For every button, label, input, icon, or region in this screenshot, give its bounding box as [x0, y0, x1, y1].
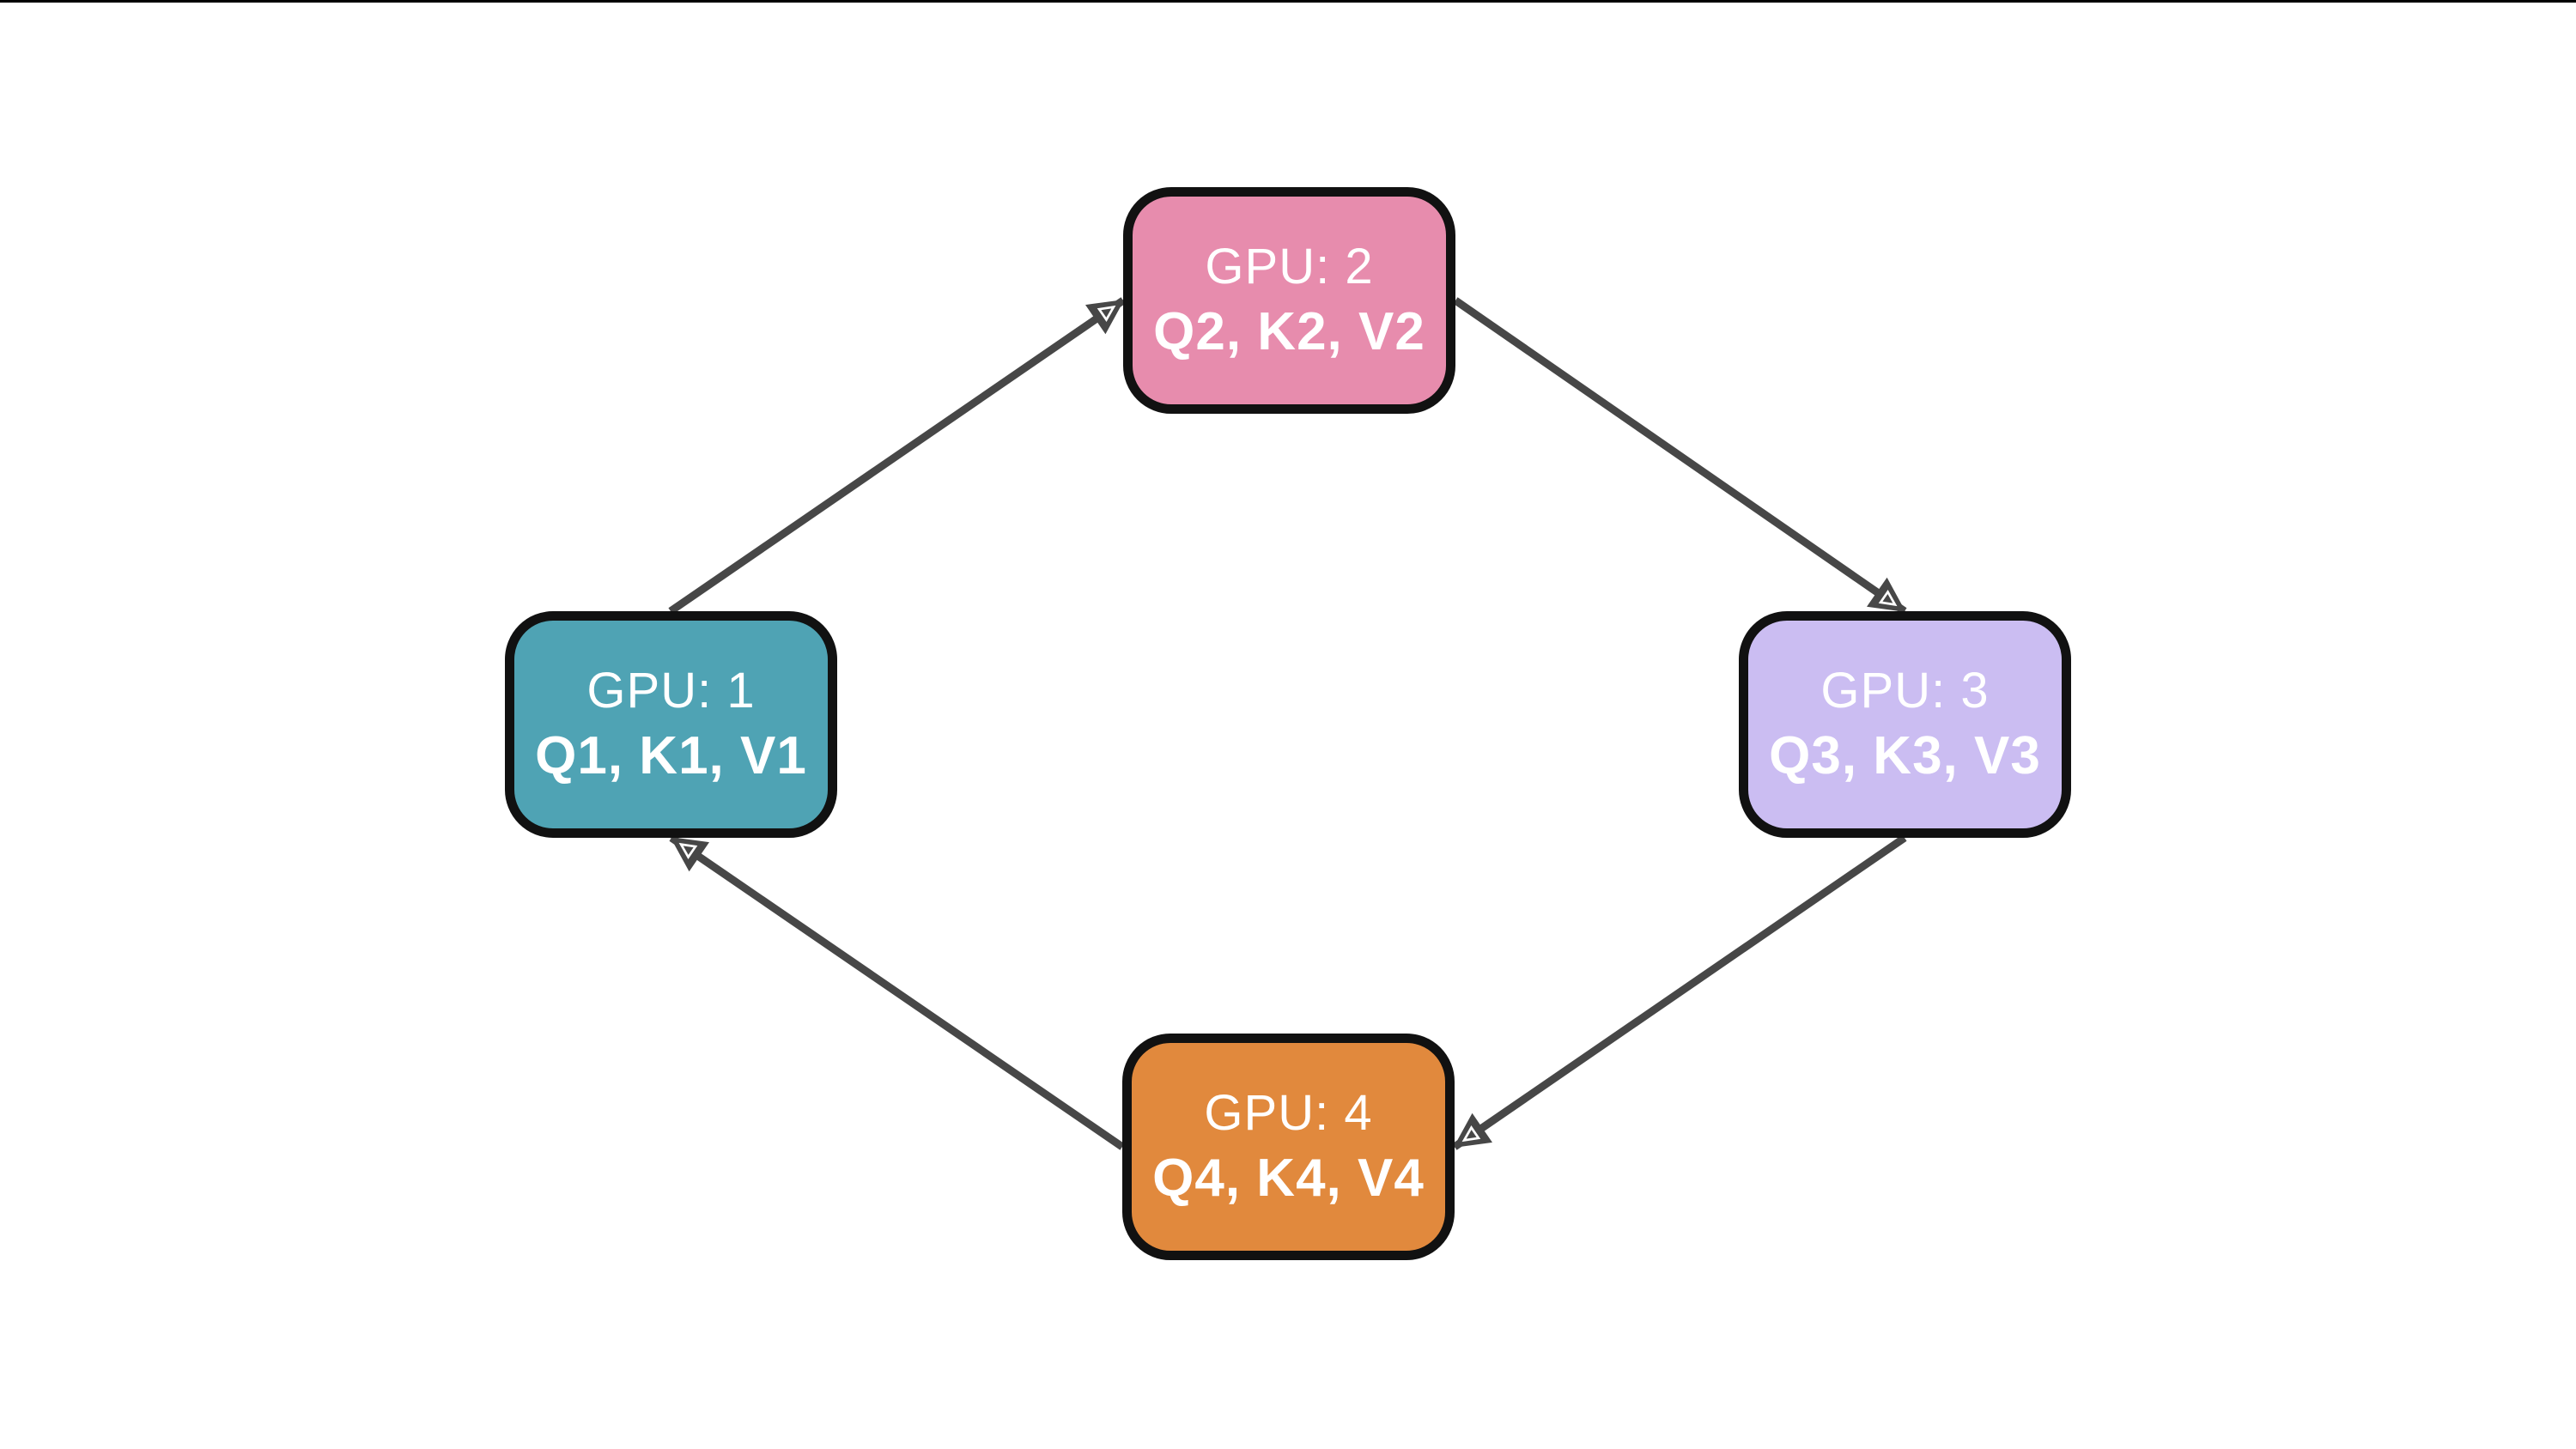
- node-gpu-1: GPU: 1 Q1, K1, V1: [505, 611, 837, 838]
- gpu-4-data-label: Q4, K4, V4: [1152, 1148, 1425, 1208]
- gpu-4-title: GPU: 4: [1204, 1085, 1373, 1141]
- gpu-1-title: GPU: 1: [586, 663, 756, 718]
- edge-gpu2-to-gpu3: [1453, 297, 1907, 615]
- edge-gpu4-to-gpu1: [669, 834, 1125, 1150]
- gpu-3-data-label: Q3, K3, V3: [1769, 725, 2041, 785]
- gpu-3-title: GPU: 3: [1820, 663, 1990, 718]
- node-gpu-4: GPU: 4 Q4, K4, V4: [1122, 1034, 1455, 1260]
- gpu-1-data-label: Q1, K1, V1: [535, 725, 807, 785]
- node-gpu-2: GPU: 2 Q2, K2, V2: [1123, 187, 1455, 414]
- top-border-line: [0, 0, 2576, 3]
- gpu-2-data-label: Q2, K2, V2: [1153, 301, 1425, 361]
- edge-gpu3-to-gpu4: [1452, 834, 1907, 1150]
- edge-gpu1-to-gpu2: [668, 297, 1126, 615]
- gpu-2-title: GPU: 2: [1205, 239, 1374, 294]
- node-gpu-3: GPU: 3 Q3, K3, V3: [1739, 611, 2071, 838]
